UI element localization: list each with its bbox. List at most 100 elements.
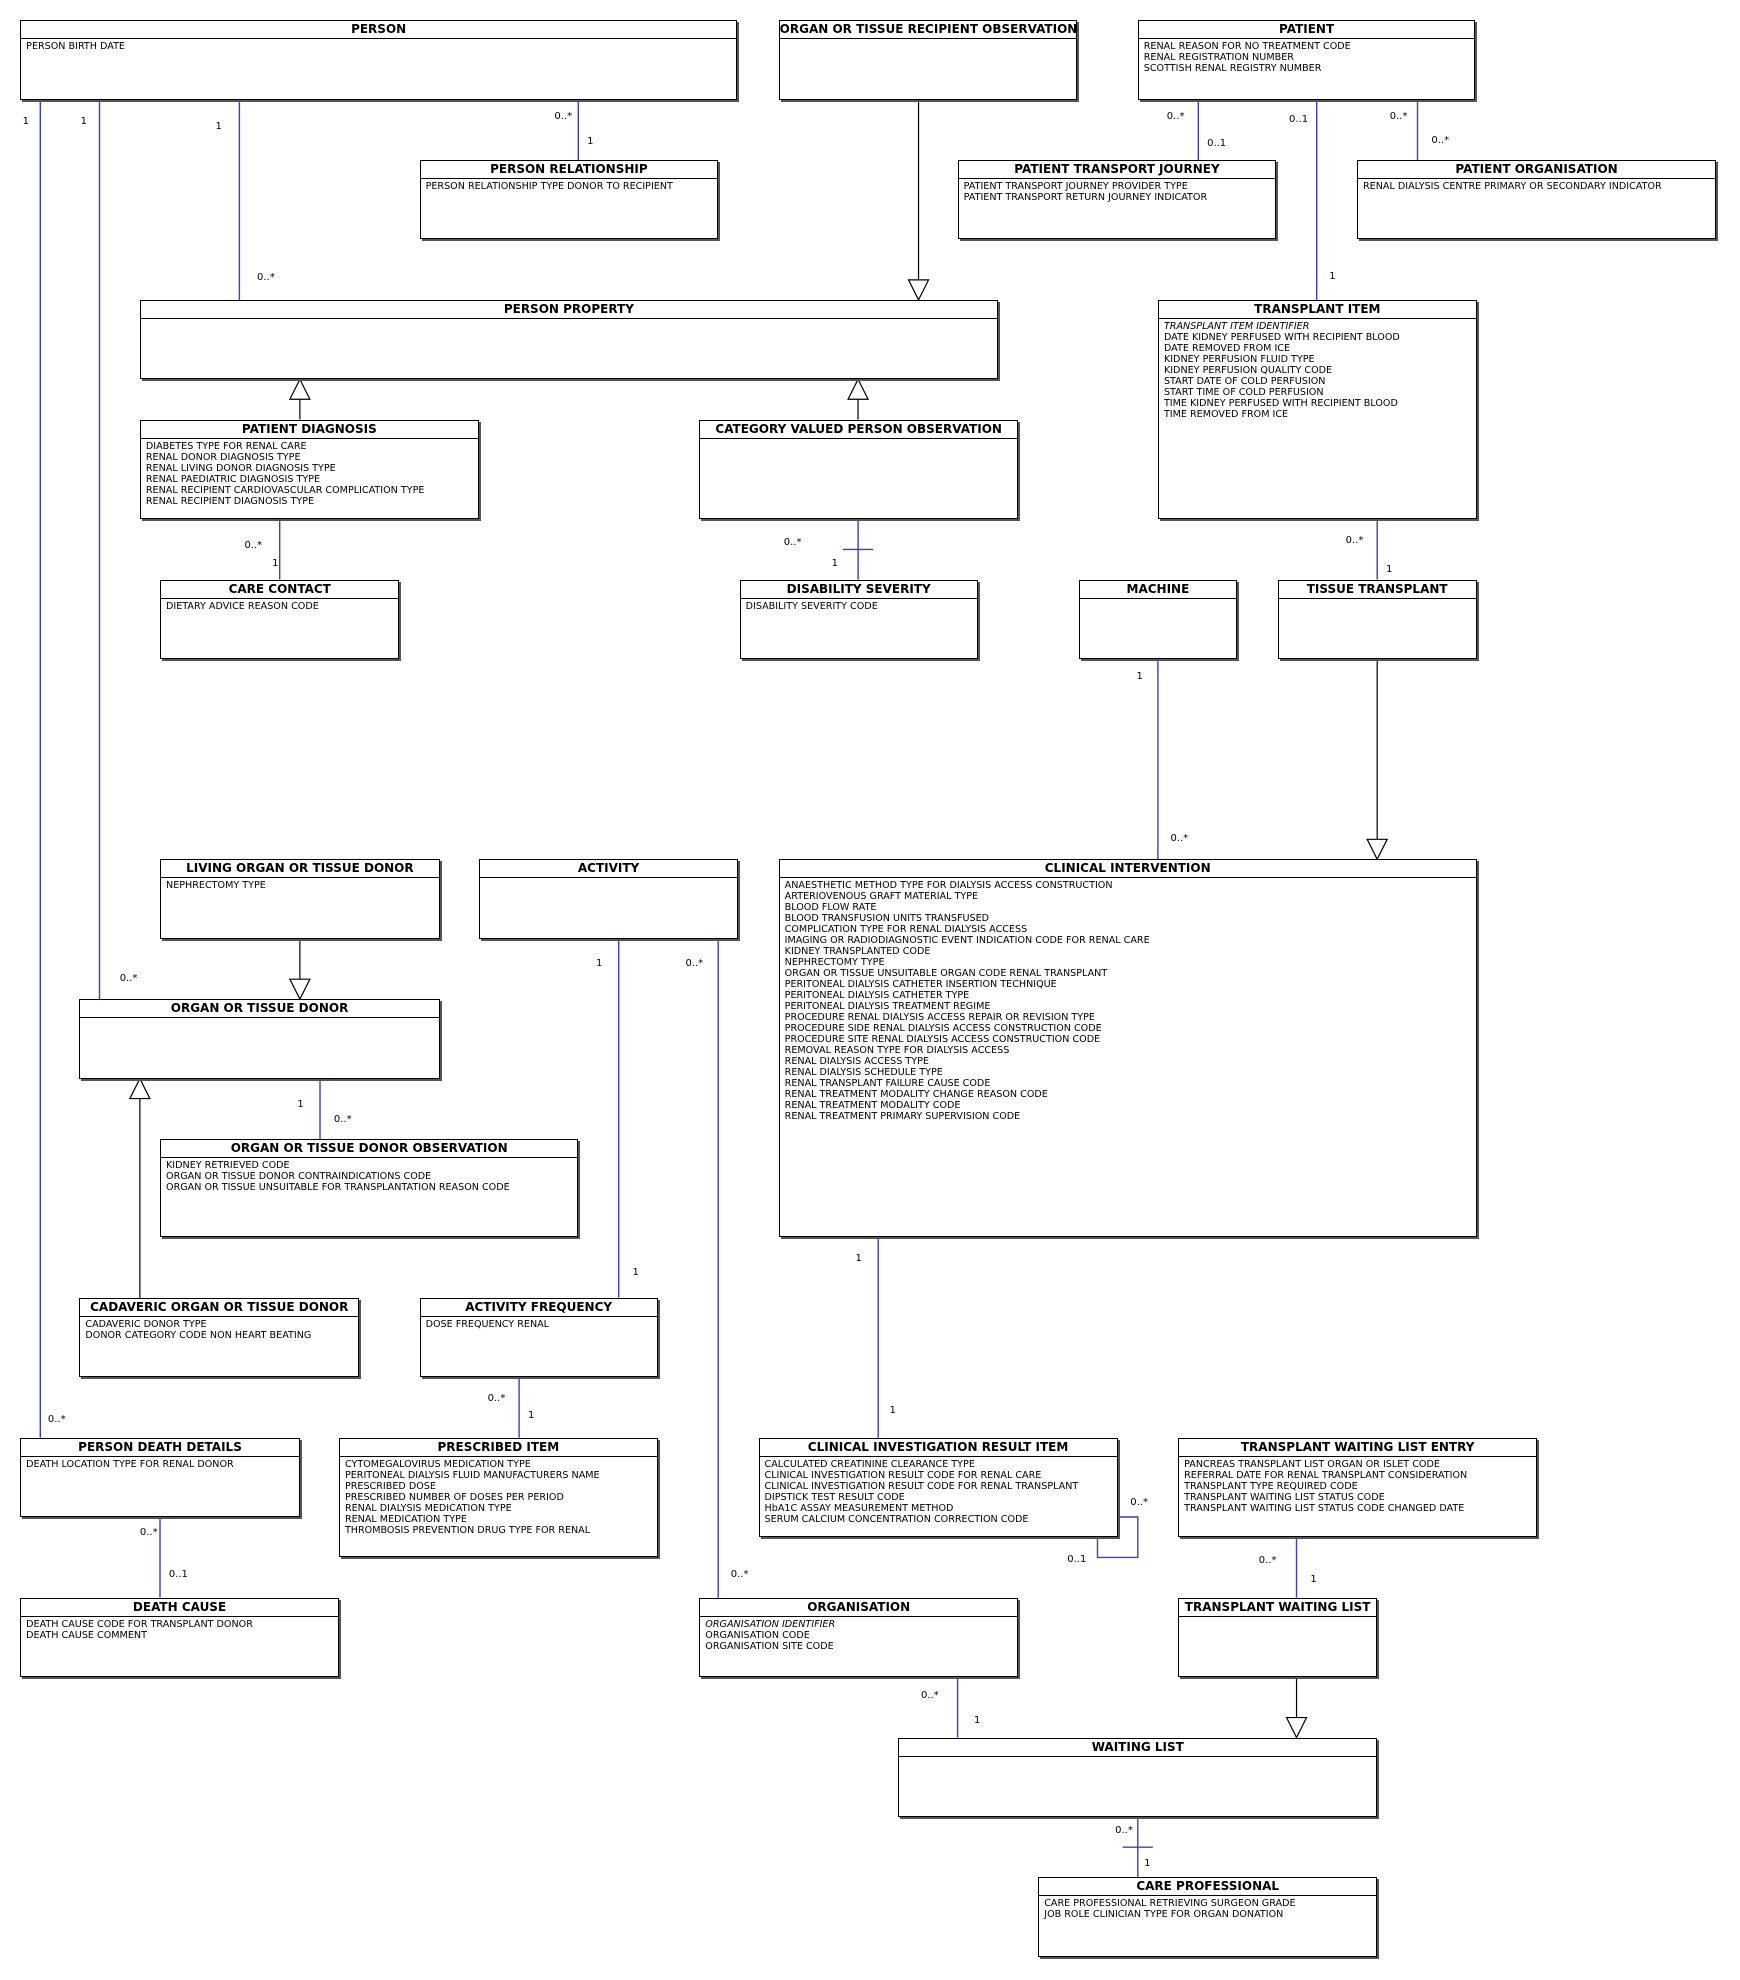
multiplicity-label: 0..1 [1288, 113, 1309, 125]
attribute: CADAVERIC DONOR TYPE [85, 1318, 207, 1330]
multiplicity-label: 1 [587, 136, 594, 148]
multiplicity-label: 0..* [1130, 1497, 1148, 1509]
attribute: DONOR CATEGORY CODE NON HEART BEATING [85, 1329, 312, 1341]
entity-name: ACTIVITY FREQUENCY [420, 1299, 657, 1317]
attribute-list [899, 1757, 1376, 1761]
attribute-list [780, 39, 1077, 43]
attribute: DIPSTICK TEST RESULT CODE [764, 1491, 905, 1503]
entity-name: ORGANISATION [700, 1599, 1018, 1617]
attribute-list: DIETARY ADVICE REASON CODE [161, 599, 398, 614]
attribute: RENAL TREATMENT MODALITY CODE [784, 1100, 961, 1112]
multiplicity-label: 0..* [244, 539, 263, 551]
attribute-list: ANAESTHETIC METHOD TYPE FOR DIALYSIS ACC… [780, 878, 1476, 1124]
multiplicity-label: 0..* [487, 1392, 506, 1404]
multiplicity-label: 1 [831, 558, 838, 570]
attribute: CLINICAL INVESTIGATION RESULT CODE FOR R… [764, 1469, 1042, 1481]
attribute-list [480, 878, 738, 882]
attribute: DOSE FREQUENCY RENAL [425, 1318, 550, 1330]
attribute: TIME REMOVED FROM ICE [1163, 408, 1289, 420]
multiplicity-label: 0..* [685, 957, 704, 969]
attribute: RENAL REGISTRATION NUMBER [1143, 52, 1294, 64]
attribute: ARTERIOVENOUS GRAFT MATERIAL TYPE [784, 891, 979, 903]
attribute-list [80, 1018, 438, 1022]
attribute: RENAL DIALYSIS SCHEDULE TYPE [784, 1067, 943, 1079]
multiplicity-label: 0..* [1345, 534, 1364, 546]
attribute: PANCREAS TRANSPLANT LIST ORGAN OR ISLET … [1184, 1458, 1440, 1470]
entity-name: PATIENT ORGANISATION [1358, 161, 1716, 180]
entity-name: MACHINE [1079, 581, 1237, 599]
multiplicity-label: 0..* [921, 1689, 939, 1701]
attribute: ORGANISATION SITE CODE [705, 1640, 834, 1652]
attribute: DISABILITY SEVERITY CODE [745, 600, 878, 612]
multiplicity-label: 1 [80, 116, 87, 128]
multiplicity-label: 0..1 [168, 1569, 188, 1580]
multiplicity-label: 0..1 [1067, 1553, 1087, 1565]
attribute: RENAL DIALYSIS ACCESS TYPE [784, 1056, 929, 1068]
attribute-list [1179, 1617, 1376, 1621]
entity-name: ORGAN OR TISSUE DONOR [80, 1000, 439, 1019]
attribute-list: CARE PROFESSIONAL RETRIEVING SURGEON GRA… [1039, 1896, 1376, 1922]
entity-tissue-transplant: TISSUE TRANSPLANT [1277, 579, 1477, 659]
attribute: RENAL DIALYSIS MEDICATION TYPE [344, 1502, 512, 1514]
multiplicity-label: 1 [1310, 1574, 1317, 1586]
attribute: ORGAN OR TISSUE UNSUITABLE FOR TRANSPLAN… [166, 1182, 510, 1194]
entity-transplant-waiting-list: TRANSPLANT WAITING LIST [1178, 1597, 1378, 1678]
attribute: SERUM CALCIUM CONCENTRATION CORRECTION C… [764, 1513, 1029, 1525]
multiplicity-label: 1 [632, 1266, 639, 1278]
multiplicity-label: 0..* [1166, 111, 1185, 123]
attribute: TRANSPLANT TYPE REQUIRED CODE [1184, 1480, 1358, 1492]
attribute-list: NEPHRECTOMY TYPE [161, 878, 439, 893]
entity-name: ORGAN OR TISSUE DONOR OBSERVATION [161, 1140, 578, 1159]
attribute: PERSON BIRTH DATE [26, 41, 125, 53]
attribute: CARE PROFESSIONAL RETRIEVING SURGEON GRA… [1044, 1898, 1296, 1910]
attribute-list: PERSON RELATIONSHIP TYPE DONOR TO RECIPI… [421, 179, 718, 194]
entity-machine: MACHINE [1078, 579, 1238, 659]
entity-name: PERSON [21, 21, 737, 40]
attribute: PATIENT TRANSPORT JOURNEY PROVIDER TYPE [963, 181, 1188, 193]
attribute: DEATH CAUSE CODE FOR TRANSPLANT DONOR [26, 1618, 253, 1630]
attribute: ANAESTHETIC METHOD TYPE FOR DIALYSIS ACC… [784, 880, 1113, 892]
attribute: KIDNEY RETRIEVED CODE [166, 1160, 290, 1172]
attribute-list: PANCREAS TRANSPLANT LIST ORGAN OR ISLET … [1179, 1457, 1536, 1516]
attribute: BLOOD FLOW RATE [784, 902, 877, 914]
entity-name: CATEGORY VALUED PERSON OBSERVATION [700, 421, 1018, 439]
attribute: PRESCRIBED DOSE [344, 1480, 436, 1492]
multiplicity-label: 0..* [1431, 135, 1450, 147]
attribute: RENAL TREATMENT PRIMARY SUPERVISION CODE [784, 1111, 1021, 1123]
attribute: PERITONEAL DIALYSIS FLUID MANUFACTURERS … [344, 1469, 600, 1481]
generalization-arrowhead [907, 279, 930, 302]
attribute-list: RENAL DIALYSIS CENTRE PRIMARY OR SECONDA… [1358, 179, 1715, 194]
entity-name: PRESCRIBED ITEM [339, 1439, 657, 1457]
attribute: PERSON RELATIONSHIP TYPE DONOR TO RECIPI… [425, 181, 673, 193]
attribute: RENAL LIVING DONOR DIAGNOSIS TYPE [145, 462, 336, 474]
attribute: KIDNEY TRANSPLANTED CODE [784, 946, 931, 958]
entity-organ-or-tissue-donor: ORGAN OR TISSUE DONOR [79, 999, 440, 1079]
multiplicity-label: 0..* [333, 1114, 352, 1126]
attribute: TRANSPLANT WAITING LIST STATUS CODE [1184, 1491, 1385, 1503]
attribute: JOB ROLE CLINICIAN TYPE FOR ORGAN DONATI… [1044, 1909, 1284, 1921]
entity-waiting-list: WAITING LIST [898, 1737, 1378, 1817]
attribute: IMAGING OR RADIODIAGNOSTIC EVENT INDICAT… [784, 935, 1150, 947]
multiplicity-label: 1 [215, 121, 222, 133]
multiplicity-label: 1 [527, 1410, 535, 1422]
attribute-list [700, 439, 1017, 443]
attribute: DATE REMOVED FROM ICE [1163, 342, 1291, 354]
multiplicity-label: 1 [1386, 563, 1393, 575]
